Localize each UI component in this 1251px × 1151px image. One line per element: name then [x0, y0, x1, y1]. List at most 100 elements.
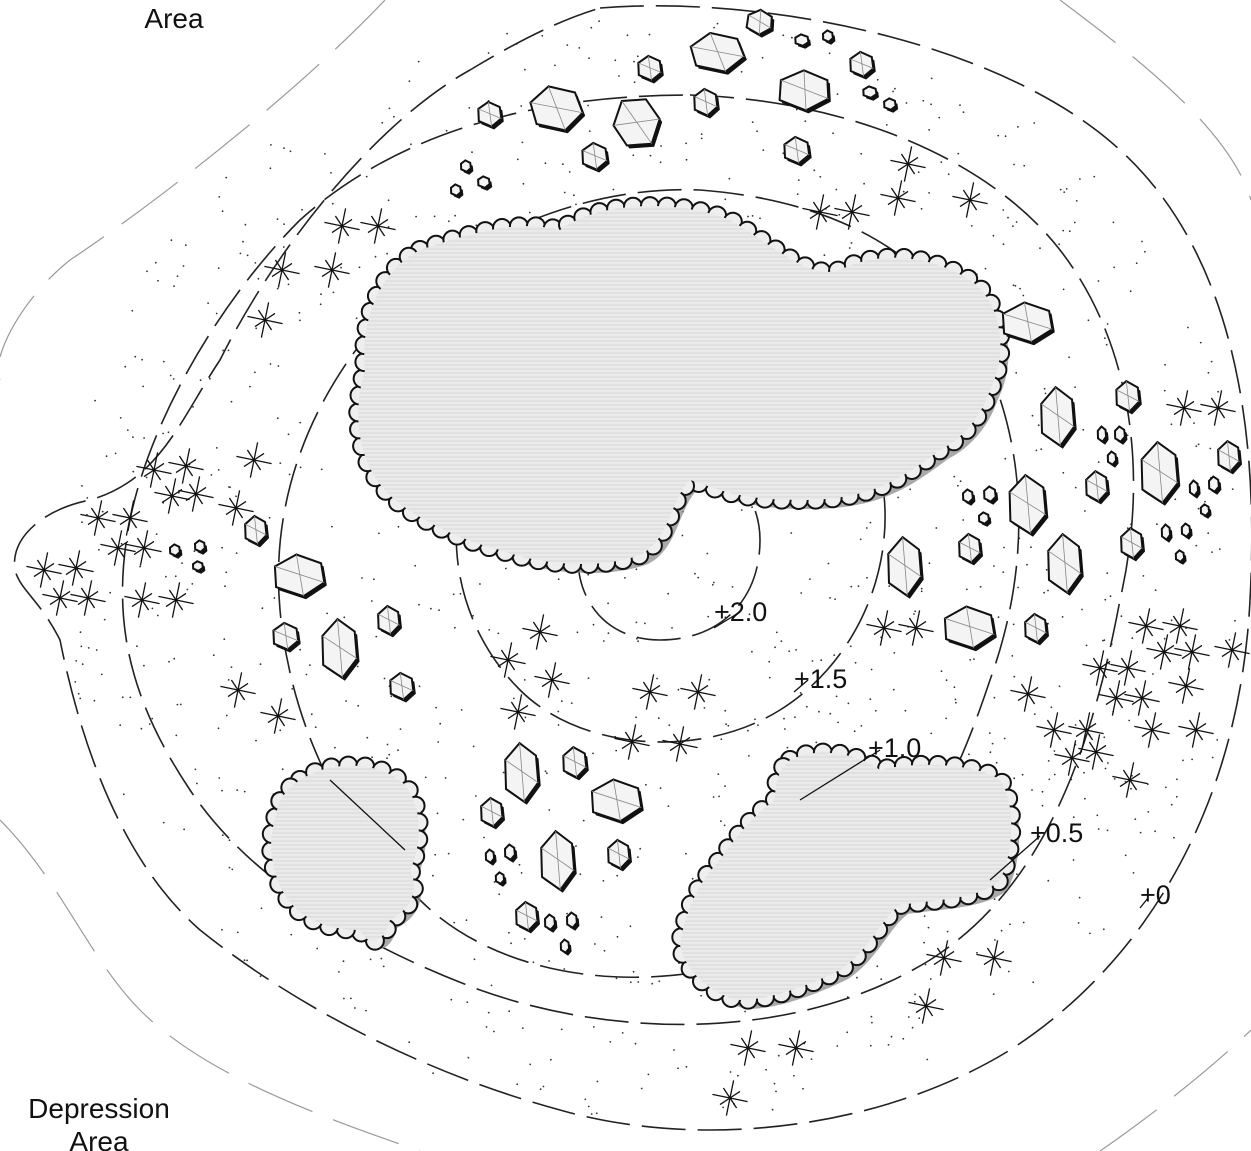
boulder [862, 85, 879, 101]
grass-tuft [178, 476, 214, 512]
grass-tuft [247, 302, 283, 338]
grass-tuft [26, 552, 62, 588]
grass-tuft [168, 448, 204, 484]
boulder [883, 97, 899, 113]
elevation-leaders [329, 611, 1149, 909]
grass-tuft [1134, 712, 1170, 748]
grass-tuft [360, 208, 396, 244]
grass-tuft [534, 662, 570, 698]
grass-tuft [1174, 634, 1210, 670]
grass-tuft [264, 252, 300, 288]
elevation-label-1.0: +1.0 [868, 733, 921, 763]
grass-tuft [712, 1080, 748, 1116]
boulder [1120, 526, 1145, 562]
boulder [1040, 385, 1077, 449]
grass-tuft [100, 530, 136, 566]
grass-tuft [490, 642, 526, 678]
grass-tuft [126, 530, 162, 566]
grass-tuft [1200, 390, 1236, 426]
grass-tuft [218, 490, 254, 526]
boulders [168, 8, 1242, 956]
grass-tuft [1036, 712, 1072, 748]
grass-tuft [1128, 608, 1164, 644]
boulder [543, 913, 558, 933]
boulder [477, 175, 493, 191]
boulder [1085, 469, 1110, 505]
boulder [389, 671, 416, 703]
grass-tuft [1162, 608, 1198, 644]
depression-area-label-line1: Depression [28, 1093, 170, 1124]
grass-tuft [500, 694, 536, 730]
grass-tuft [236, 442, 272, 478]
contour-0 [13, 5, 1251, 1131]
boulder [983, 485, 999, 505]
boulder [565, 911, 580, 931]
boulder [977, 511, 992, 527]
grass-tuft [898, 610, 934, 646]
grass-tuft [1214, 632, 1250, 668]
elevation-label-2.0: +2.0 [714, 597, 767, 627]
grass-tuft [80, 500, 116, 536]
boulder [1047, 532, 1084, 596]
grass-tuft [154, 478, 190, 514]
boulder [1180, 522, 1193, 540]
grass-tuft [1146, 634, 1182, 670]
grass-tuft [866, 610, 902, 646]
boulder [1140, 440, 1181, 506]
top-area-label: Area [144, 3, 204, 34]
boulder [581, 141, 610, 173]
boulder [958, 532, 983, 566]
boulder [1160, 523, 1173, 543]
boulder [244, 514, 269, 548]
boulder [273, 553, 327, 600]
grass-tuft [70, 580, 106, 616]
grass-tuft [952, 182, 988, 218]
grass-tuft [158, 582, 194, 618]
grass-tuft [680, 674, 716, 710]
boulder [745, 8, 775, 38]
boulder [689, 31, 747, 75]
grass-tuft [662, 726, 698, 762]
boulder [503, 843, 518, 863]
boulder [607, 838, 632, 872]
boulder [515, 900, 540, 934]
ornamental-grasses [26, 146, 1250, 1116]
grass-tuft [1168, 668, 1204, 704]
grass-tuft [802, 194, 838, 230]
grass-tuft [1166, 390, 1202, 426]
grass-tuft [1178, 712, 1214, 748]
grass-tuft [976, 940, 1012, 976]
grass-tuft [890, 146, 926, 182]
grass-tuft [1068, 712, 1104, 748]
elevation-label-0.5: +0.5 [1030, 818, 1083, 848]
grass-tuft [1098, 680, 1134, 716]
boulder [459, 159, 474, 175]
boulder [321, 617, 360, 681]
depression-area-label-line2: Area [69, 1126, 129, 1151]
boulder [559, 938, 572, 956]
boulder [1217, 439, 1242, 475]
grass-tuft [1078, 734, 1114, 770]
boulder [449, 183, 464, 199]
boulder [1008, 473, 1049, 537]
boulder [168, 543, 183, 559]
boulder [540, 829, 577, 893]
grass-tuft [1112, 762, 1148, 798]
grass-tuft [778, 1030, 814, 1066]
grass-tuft [1054, 740, 1090, 776]
boulder [943, 605, 997, 652]
boulder [794, 33, 811, 49]
boulder [272, 621, 301, 653]
boulder [1199, 503, 1212, 519]
grass-tuft [124, 582, 160, 618]
grass-tuft [522, 614, 558, 650]
boulder [1024, 612, 1049, 646]
grass-tuft [260, 698, 296, 734]
boulder [783, 135, 812, 167]
boulder [1096, 425, 1109, 445]
grass-tuft [1010, 676, 1046, 712]
boulder [1113, 425, 1128, 445]
grass-tuft [58, 550, 94, 586]
boulder [377, 604, 402, 638]
